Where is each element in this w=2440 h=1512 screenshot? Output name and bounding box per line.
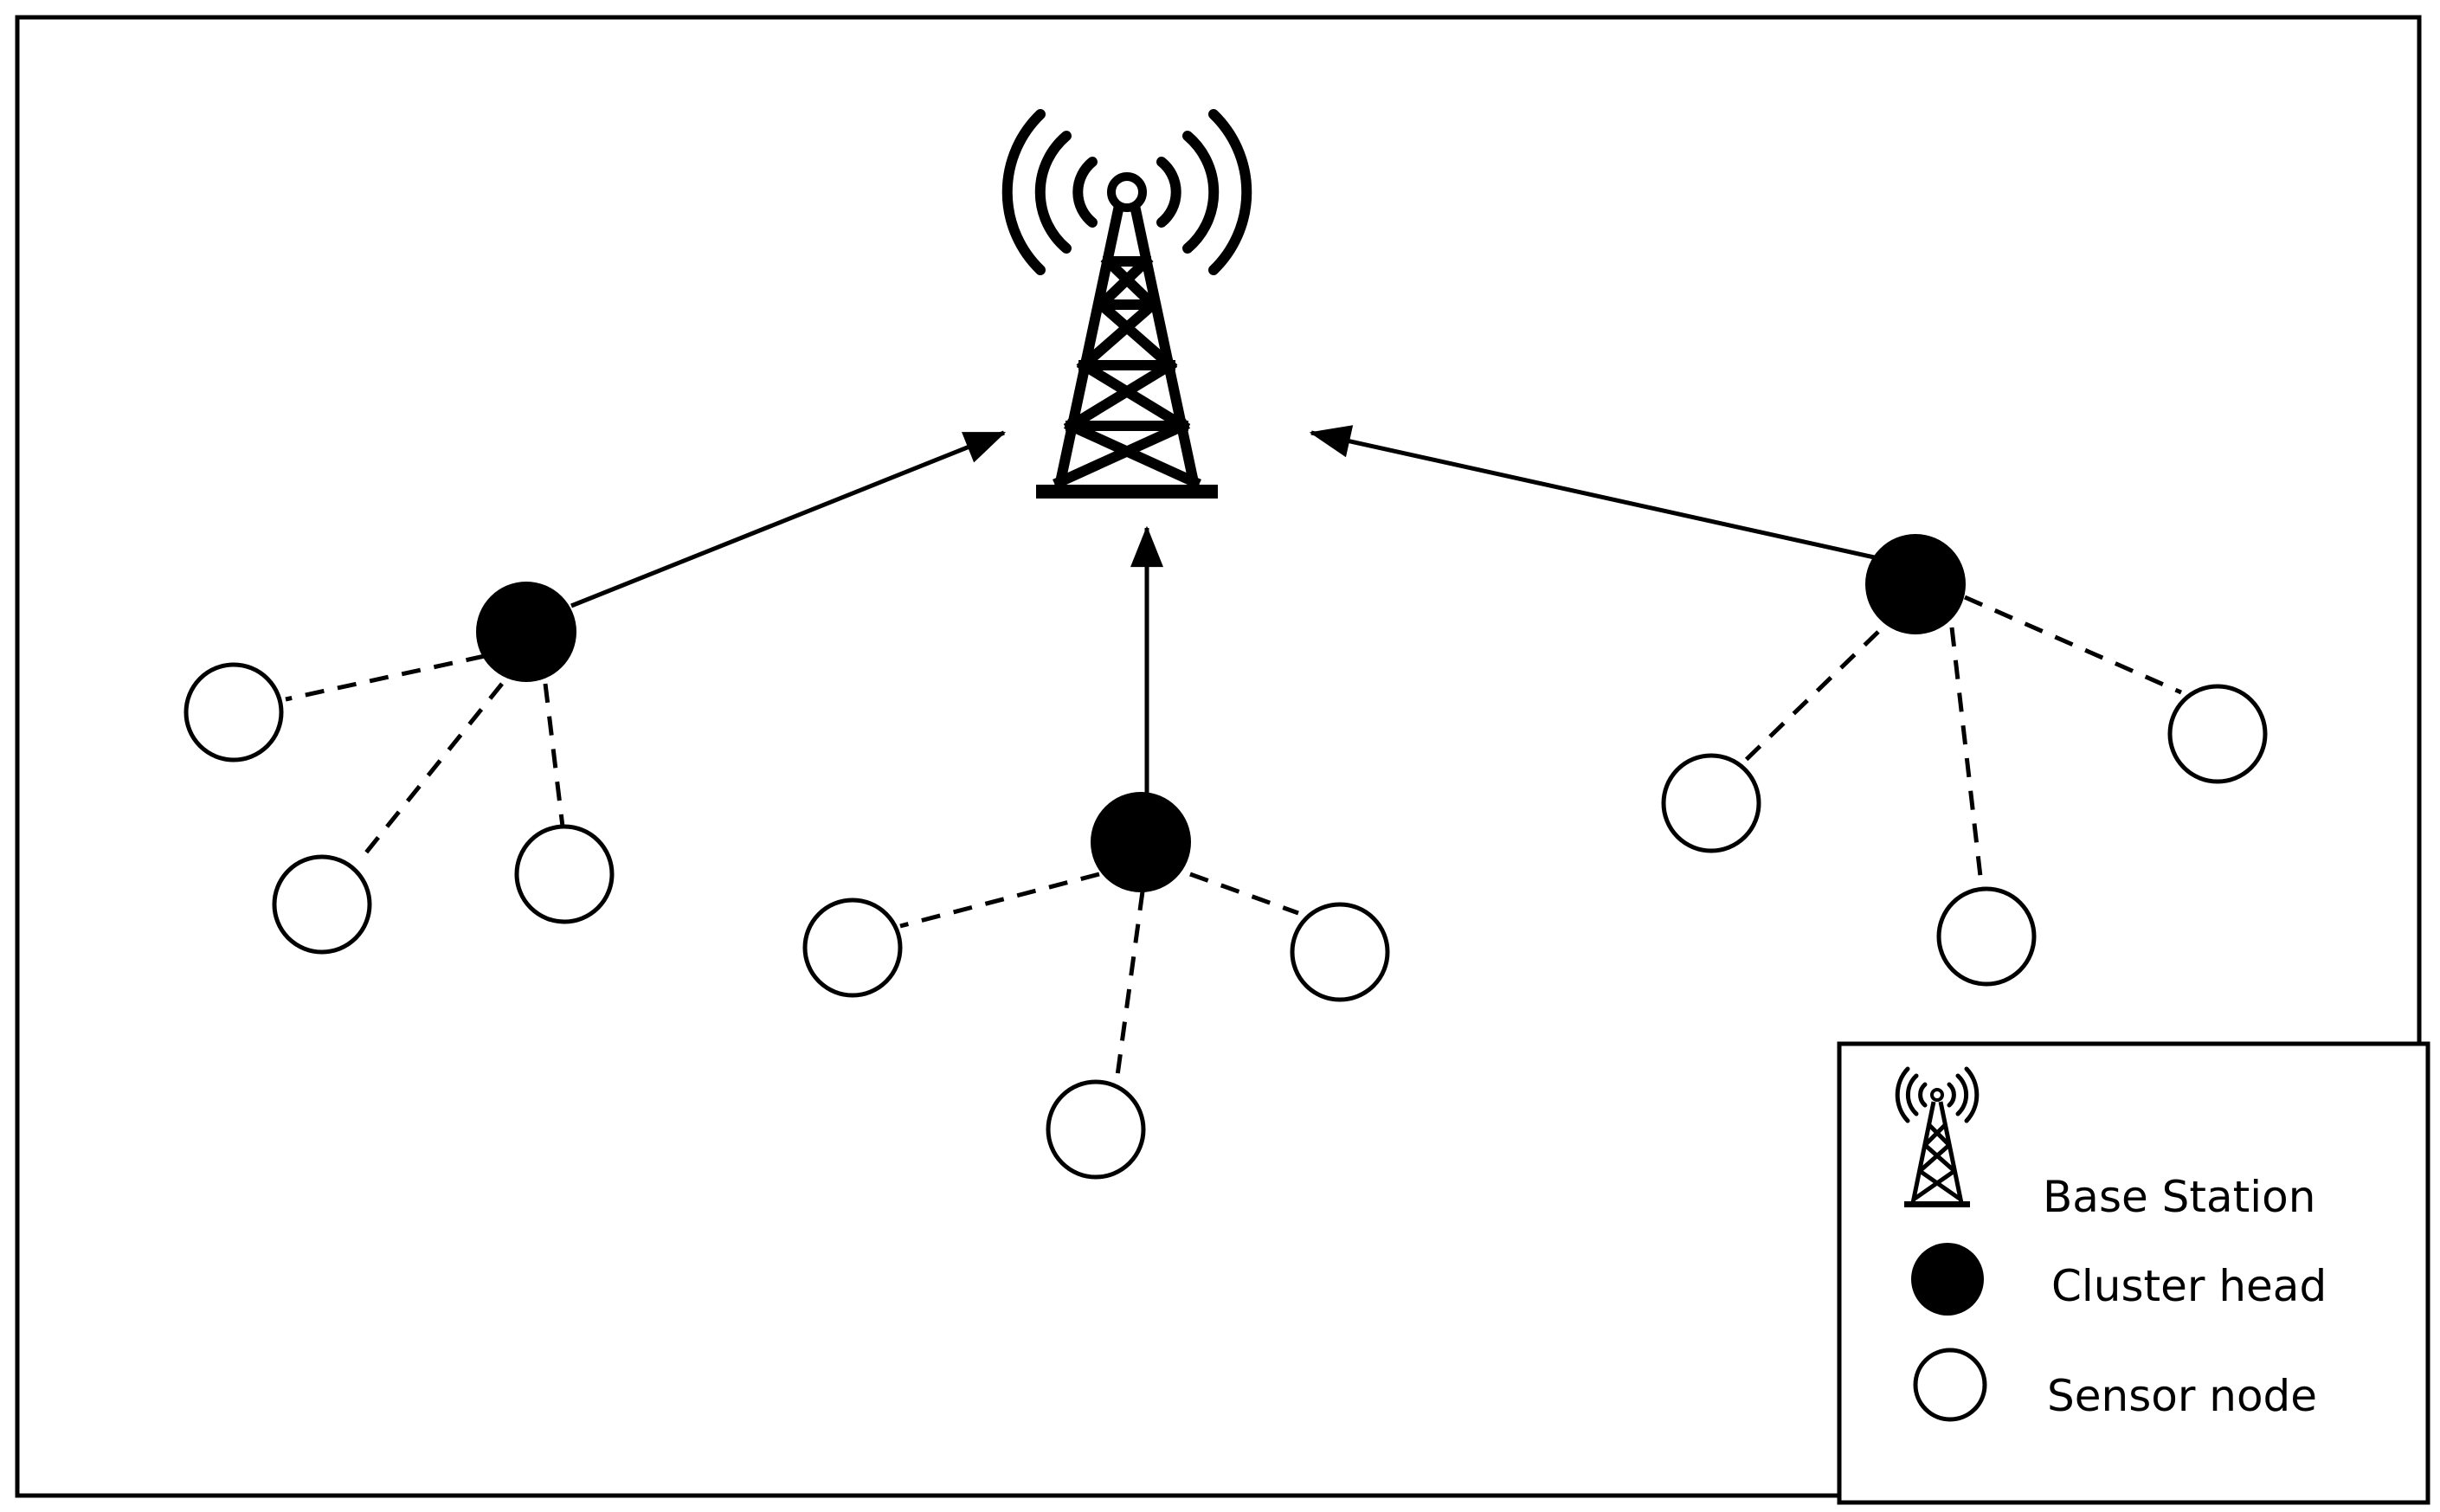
sensor-node	[2167, 684, 2268, 784]
legend-cluster-head-icon	[1911, 1243, 1984, 1316]
left-cluster-links	[285, 653, 565, 863]
sensor-node	[1290, 902, 1390, 1002]
cluster-head-center	[1091, 792, 1191, 892]
sensor-node	[1046, 1079, 1146, 1180]
sensor-node	[514, 824, 615, 924]
outer-frame	[15, 15, 2422, 1498]
base-station-tower	[1001, 109, 1252, 499]
legend-sensor-node-icon	[1913, 1348, 1987, 1422]
sensor-node	[1661, 753, 1761, 853]
legend-label-sensor-node: Sensor node	[2047, 1371, 2317, 1421]
legend-label-base-station: Base Station	[2043, 1172, 2315, 1222]
right-cluster-links	[1742, 595, 2183, 892]
center-cluster-links	[899, 872, 1299, 1083]
arrow-left-to-base	[570, 430, 1007, 608]
sensor-node	[272, 854, 372, 955]
sensor-node	[183, 662, 284, 762]
sensor-node	[1936, 886, 2037, 987]
legend: Base Station Cluster head Sensor node	[1837, 1041, 2430, 1505]
legend-label-cluster-head: Cluster head	[2051, 1261, 2327, 1311]
legend-base-station-icon	[1895, 1066, 1980, 1207]
cluster-head-left	[476, 582, 576, 682]
cluster-head-right	[1865, 534, 1966, 634]
arrow-right-to-base	[1309, 425, 1879, 561]
sensor-node	[802, 898, 903, 998]
